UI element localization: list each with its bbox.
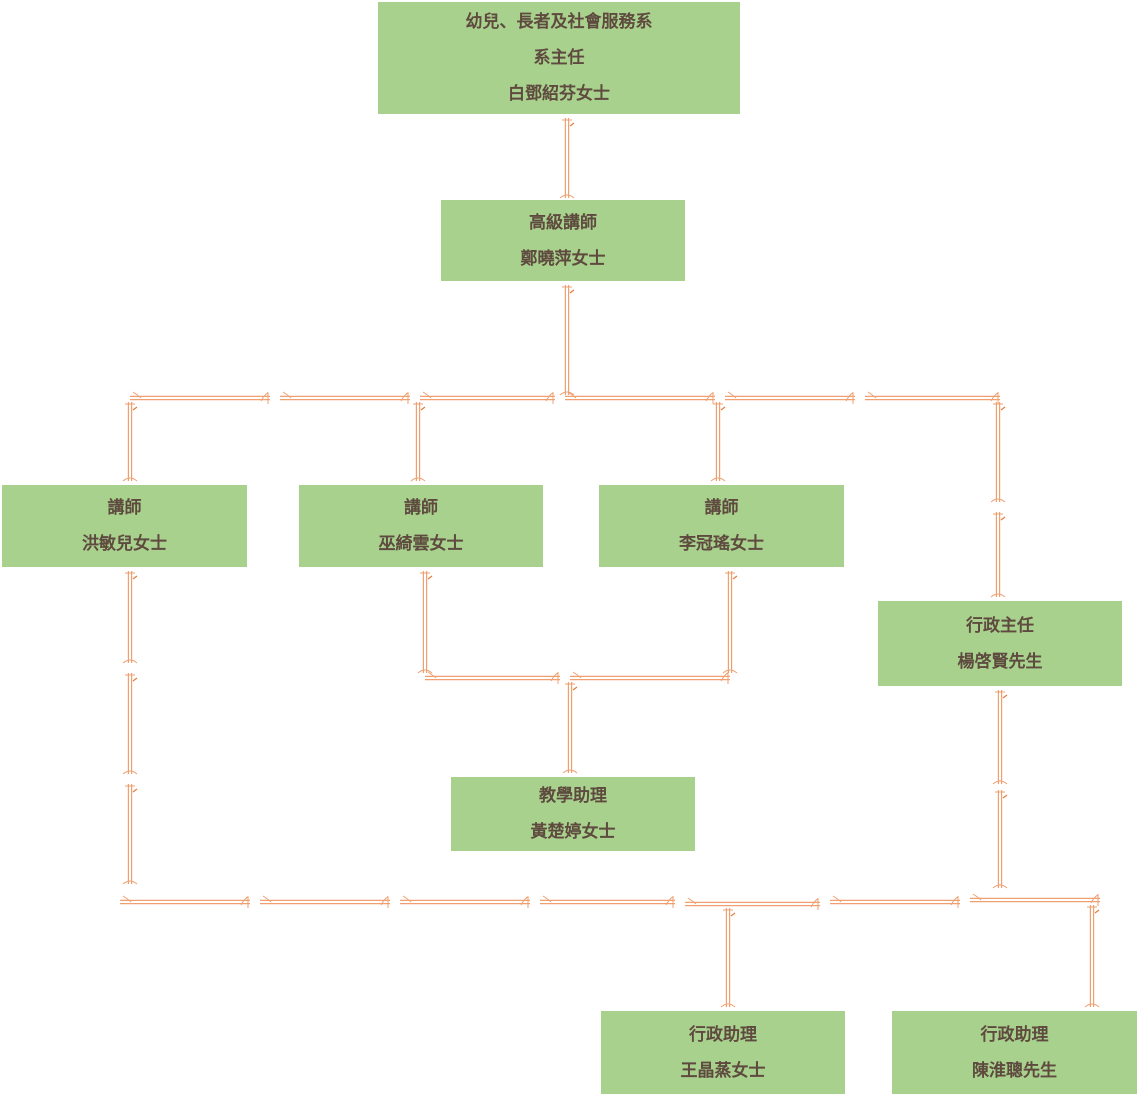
connector-cap-13-end — [990, 593, 1006, 598]
node-lecturer-wu[interactable]: 講師 巫綺雲女士 — [299, 485, 543, 567]
connector-cap-3-curl — [260, 392, 269, 402]
connector-cap-21-arrow — [132, 788, 138, 793]
connector-cap-17-start — [572, 671, 582, 679]
connector-cap-4-curl — [400, 392, 409, 402]
connector-cap-28-curl — [810, 898, 819, 908]
connector-cap-32-arrow — [1094, 909, 1100, 914]
node-senior-lecturer[interactable]: 高級講師 鄭曉萍女士 — [441, 200, 685, 281]
connector-cap-15-arrow — [732, 575, 738, 580]
role-title: 行政主任 — [966, 615, 1034, 636]
connector-cap-15-end — [722, 669, 738, 674]
connector-cap-7-curl — [845, 392, 854, 402]
person-name: 陳淮聰先生 — [972, 1060, 1057, 1081]
connector-cap-6-curl — [705, 392, 714, 402]
connector-cap-11-end — [710, 477, 726, 482]
person-name: 洪敏兒女士 — [82, 534, 167, 554]
connector-cap-23-end — [992, 884, 1008, 889]
connector-cap-8-start — [867, 391, 877, 399]
connector-cap-2-end — [559, 391, 575, 396]
connector-cap-1-end — [559, 194, 575, 199]
node-teaching-assistant[interactable]: 教學助理 黃楚婷女士 — [451, 777, 695, 851]
connector-cap-13-arrow — [1000, 516, 1006, 521]
person-name: 巫綺雲女士 — [378, 534, 464, 554]
connector-cap-1-arrow — [569, 122, 575, 127]
connector-cap-30-start — [972, 893, 982, 901]
role-title: 行政助理 — [689, 1024, 757, 1045]
connector-cap-19-arrow — [132, 575, 138, 580]
connector-cap-32-end — [1084, 1003, 1100, 1008]
connector-cap-27-curl — [665, 896, 674, 906]
connector-cap-12-end — [990, 498, 1006, 503]
connector-cap-9-end — [122, 477, 138, 482]
person-name: 白鄧紹芬女士 — [508, 84, 610, 104]
role-title: 行政助理 — [980, 1024, 1049, 1045]
connector-cap-5-start — [422, 391, 432, 399]
connector-cap-18-arrow — [572, 686, 578, 691]
node-lecturer-lee[interactable]: 講師 李冠瑤女士 — [599, 485, 844, 567]
connector-cap-9-arrow — [132, 406, 138, 411]
node-admin-assistant-wong[interactable]: 行政助理 王晶蒸女士 — [601, 1011, 845, 1094]
role-title: 講師 — [404, 498, 438, 518]
role-title: 系主任 — [533, 48, 585, 68]
connector-cap-31-arrow — [730, 912, 736, 917]
connector-cap-16-curl — [550, 672, 559, 682]
role-title: 講師 — [704, 498, 739, 518]
person-name: 李冠瑤女士 — [679, 534, 764, 554]
connector-cap-27-start — [542, 895, 552, 903]
connector-cap-23-arrow — [1002, 794, 1008, 799]
connector-cap-22-end — [992, 780, 1008, 785]
connector-cap-20-end — [122, 770, 138, 775]
connector-cap-26-curl — [520, 896, 529, 906]
connector-cap-26-start — [402, 895, 412, 903]
node-admin-officer[interactable]: 行政主任 楊啓賢先生 — [878, 601, 1122, 686]
connector-cap-25-curl — [380, 896, 389, 906]
connector-cap-25-start — [262, 895, 272, 903]
connector-cap-6-start — [567, 391, 577, 399]
connector-cap-18-end — [562, 769, 578, 774]
connector-cap-2-arrow — [569, 289, 575, 294]
connector-cap-14-end — [417, 669, 433, 674]
connector-cap-29-start — [832, 895, 842, 903]
connector-cap-24-start — [122, 895, 132, 903]
connector-cap-10-end — [410, 477, 426, 482]
connector-cap-8-curl — [990, 392, 999, 402]
node-lecturer-hung[interactable]: 講師 洪敏兒女士 — [2, 485, 247, 567]
connector-cap-19-end — [122, 659, 138, 664]
connector-cap-3-start — [132, 391, 142, 399]
connector-cap-31-end — [720, 1003, 736, 1008]
role-title: 教學助理 — [539, 786, 607, 806]
person-name: 鄭曉萍女士 — [520, 248, 606, 269]
connector-cap-29-curl — [950, 896, 959, 906]
person-name: 楊啓賢先生 — [957, 651, 1043, 672]
connector-cap-4-start — [282, 391, 292, 399]
node-admin-assistant-chan[interactable]: 行政助理 陳淮聰先生 — [892, 1011, 1137, 1094]
connector-cap-10-arrow — [420, 406, 426, 411]
connector-cap-12-arrow — [1000, 406, 1006, 411]
person-name: 黃楚婷女士 — [530, 822, 616, 842]
person-name: 王晶蒸女士 — [680, 1060, 766, 1081]
connector-cap-16-start — [427, 671, 437, 679]
connector-cap-17-curl — [720, 672, 729, 682]
department-name: 幼兒、長者及社會服務系 — [465, 12, 653, 32]
connector-cap-22-arrow — [1002, 694, 1008, 699]
connector-cap-30-curl — [1090, 894, 1099, 904]
connector-cap-24-curl — [240, 896, 249, 906]
connector-cap-14-arrow — [427, 575, 433, 580]
connector-cap-11-arrow — [720, 406, 726, 411]
connector-cap-20-arrow — [132, 677, 138, 682]
connector-cap-21-end — [122, 880, 138, 885]
role-title: 講師 — [107, 498, 142, 518]
node-department-head[interactable]: 幼兒、長者及社會服務系 系主任 白鄧紹芬女士 — [378, 2, 740, 114]
role-title: 高級講師 — [529, 212, 597, 233]
connector-cap-5-curl — [545, 392, 554, 402]
connector-cap-7-start — [727, 391, 737, 399]
connector-cap-28-start — [687, 897, 697, 905]
